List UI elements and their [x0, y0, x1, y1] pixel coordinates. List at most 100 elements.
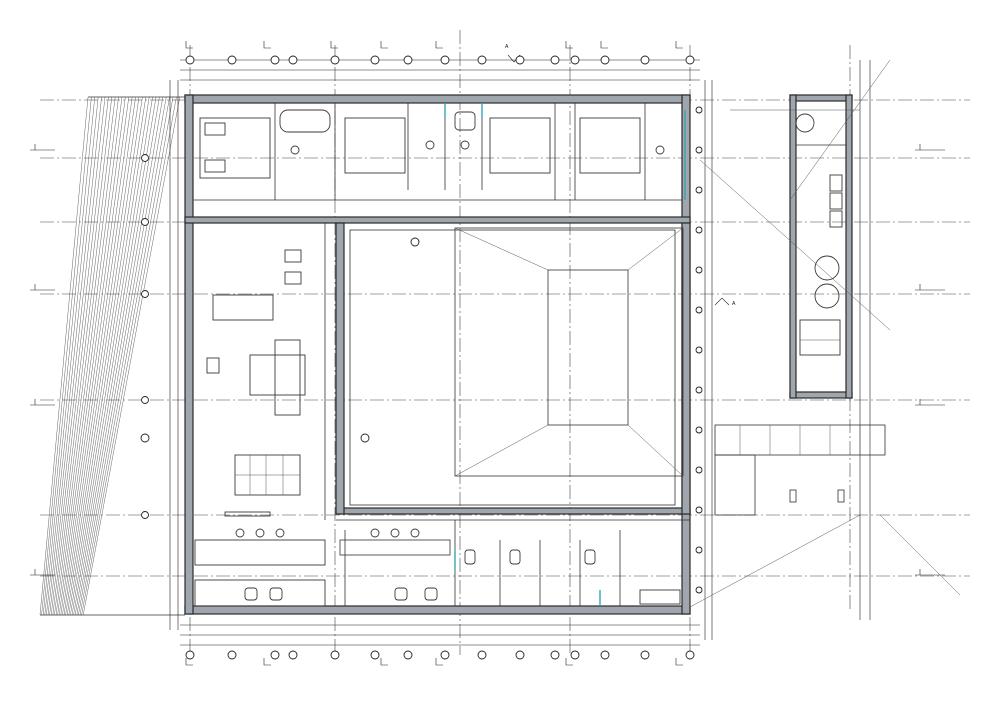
east-terrace	[689, 59, 961, 608]
bedroom-wing	[193, 103, 686, 201]
hatch-line	[60, 96, 133, 616]
hatch-line	[39, 96, 89, 616]
grid-axis-bubble-icon	[695, 386, 703, 394]
hatch-line	[68, 96, 150, 616]
grid-axis-bubble-icon	[570, 650, 580, 660]
grid-axis-bubble-icon	[695, 466, 703, 474]
grid-axis-bubble-icon	[440, 650, 450, 660]
grid-axis-bubble-icon	[695, 186, 703, 194]
hatch-line	[63, 96, 140, 616]
section-mark-top-label: A	[505, 44, 509, 50]
site-slope-hatch	[39, 96, 185, 616]
grid-axis-bubble-icon	[695, 106, 703, 114]
grid-axis-bubble-icon	[695, 346, 703, 354]
exterior-walls	[184, 94, 691, 615]
hatch-line	[73, 96, 160, 616]
grid-axis-bubble-icon	[141, 396, 149, 404]
level-markers	[30, 41, 945, 666]
hatch-line	[70, 96, 153, 616]
axis-bubbles	[141, 55, 703, 660]
section-flag	[435, 658, 443, 666]
grid-axis-bubble-icon	[570, 55, 580, 65]
hatch-line	[55, 96, 123, 616]
grid-axis-bubble-icon	[695, 226, 703, 234]
grid-axis-bubble-icon	[640, 55, 650, 65]
grid-axis-bubble-icon	[685, 650, 695, 660]
grid-axis-bubble-icon	[141, 290, 149, 298]
grid-axis-bubble-icon	[288, 650, 298, 660]
section-flag	[185, 41, 193, 49]
grid-axis-bubble-icon	[695, 506, 703, 514]
grid-axis-bubble-icon	[550, 650, 560, 660]
grid-axis-bubble-icon	[330, 650, 340, 660]
grid-axis-bubble-icon	[515, 650, 525, 660]
grid-axis-bubble-icon	[185, 650, 195, 660]
grid-axis-bubble-icon	[330, 55, 340, 65]
grid-axis-bubble-icon	[270, 650, 280, 660]
grid-axis-bubble-icon	[550, 55, 560, 65]
grid-axis-bubble-icon	[270, 55, 280, 65]
section-flag	[600, 41, 608, 49]
grid-axis-bubble-icon	[370, 650, 380, 660]
section-flag	[675, 658, 683, 666]
hatch-line	[74, 96, 164, 616]
hatch-line	[78, 96, 170, 616]
grid-axis-bubble-icon	[477, 55, 487, 65]
section-flag	[675, 41, 683, 49]
living-wing	[194, 223, 326, 607]
grid-axis-bubble-icon	[695, 586, 703, 594]
grid-axis-bubble-icon	[695, 146, 703, 154]
grid-axis-bubble-icon	[370, 55, 380, 65]
grid-axis-bubble-icon	[685, 55, 695, 65]
section-flag	[565, 41, 573, 49]
hatch-line	[71, 96, 157, 616]
section-flag	[565, 658, 573, 666]
grid-axis-bubble-icon	[403, 650, 413, 660]
grid-axis-bubble-icon	[640, 650, 650, 660]
grid-axis-bubble-icon	[600, 55, 610, 65]
service-wing	[336, 519, 690, 606]
grid-axis-bubble-icon	[515, 55, 525, 65]
hatch-line	[50, 96, 113, 616]
hatch-line	[42, 96, 96, 616]
grid-axis-bubble-icon	[403, 55, 413, 65]
hatch-line	[41, 96, 92, 616]
hatch-line	[54, 96, 119, 616]
dimension-lines	[169, 59, 871, 646]
hatch-line	[66, 96, 147, 616]
hatch-line	[65, 96, 143, 616]
section-flag	[380, 41, 388, 49]
hatch-line	[62, 96, 136, 616]
grid-axis-bubble-icon	[227, 55, 237, 65]
grid-axis-bubble-icon	[695, 426, 703, 434]
grid-axes	[40, 30, 970, 655]
section-flag	[435, 41, 443, 49]
hatch-line	[81, 96, 177, 616]
section-flag	[330, 41, 338, 49]
section-mark-right: A	[714, 297, 736, 307]
hatch-line	[79, 96, 174, 616]
grid-axis-bubble-icon	[185, 55, 195, 65]
hatch-line	[82, 96, 181, 616]
hatch-line	[46, 96, 102, 616]
hatch-line	[58, 96, 130, 616]
grid-axis-bubble-icon	[141, 218, 149, 226]
courtyard	[140, 227, 684, 506]
hatch-line	[47, 96, 106, 616]
grid-axis-bubble-icon	[227, 650, 237, 660]
section-flag	[185, 658, 193, 666]
hatch-line	[44, 96, 99, 616]
hatch-line	[76, 96, 167, 616]
grid-axis-bubble-icon	[695, 306, 703, 314]
grid-axis-bubble-icon	[600, 650, 610, 660]
grid-axis-bubble-icon	[477, 650, 487, 660]
hatch-line	[57, 96, 126, 616]
section-mark-right-label: A	[732, 301, 736, 307]
section-flag	[380, 658, 388, 666]
grid-axis-bubble-icon	[141, 511, 149, 519]
section-flag	[263, 658, 271, 666]
technical-block	[789, 94, 853, 399]
section-flag	[263, 41, 271, 49]
grid-axis-bubble-icon	[288, 55, 298, 65]
